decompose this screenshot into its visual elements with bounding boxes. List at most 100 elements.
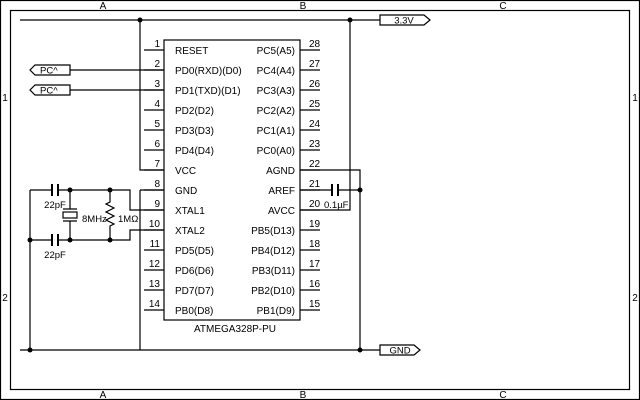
pin-label: AREF [268,186,295,197]
col-label-b-top: B [300,1,307,12]
pin-label: PC3(A3) [257,86,295,97]
pin-number: 12 [149,259,161,270]
pin-number: 15 [309,299,321,310]
inner-frame [9,9,631,391]
resistor-symbol[interactable] [104,190,116,240]
col-label-b-bottom: B [300,390,307,400]
ground-rail [20,169,380,353]
pin-label: PC4(A4) [257,66,295,77]
net-label-gnd[interactable]: GND [379,344,421,357]
svg-text:PC^: PC^ [40,86,58,97]
pin-number: 5 [154,119,160,130]
pin-number: 3 [154,79,160,90]
capacitor-c2[interactable] [51,234,59,246]
col-label-a-bottom: A [100,390,107,400]
svg-text:GND: GND [389,346,410,357]
crystal-symbol[interactable] [62,190,78,240]
pin-label: PB1(D9) [257,306,295,317]
pin-number: 16 [309,279,321,290]
pin-number: 1 [154,39,160,50]
pin-number: 22 [309,159,321,170]
pin-label: PD6(D6) [175,266,214,277]
pin-label: PB5(D13) [251,226,295,237]
pin-label: PB2(D10) [251,286,295,297]
pin-label: PB0(D8) [175,306,213,317]
pin-label: GND [175,186,197,197]
port-label-pd1[interactable]: PC^ [29,84,164,97]
row-label-2-left: 2 [2,293,8,304]
pin-label: XTAL1 [175,206,205,217]
pin-label: PC5(A5) [257,46,295,57]
pin-number: 11 [150,239,161,250]
svg-text:3.3V: 3.3V [394,16,414,27]
pin-number: 25 [309,99,321,110]
net-label-3v3[interactable]: 3.3V [379,14,431,27]
crystal-circuit-wires [27,187,164,243]
pin-label: PD4(D4) [175,146,214,157]
pin-number: 13 [149,279,161,290]
pin-label: PB3(D11) [252,266,295,277]
pin-label: XTAL2 [175,226,205,237]
pin-number: 9 [154,199,160,210]
svg-text:PC^: PC^ [40,66,58,77]
pin-number: 8 [154,179,160,190]
c1-value: 22pF [44,200,66,211]
pin-label: PC0(A0) [257,146,295,157]
capacitor-aref[interactable] [331,184,339,196]
pin-label: PD7(D7) [175,286,214,297]
pin-number: 18 [309,239,321,250]
pin-label: PD3(D3) [175,126,214,137]
pin-number: 21 [309,179,321,190]
port-label-pd0[interactable]: PC^ [29,64,164,77]
pin-number: 6 [154,139,160,150]
atmega-chip-body[interactable] [163,39,301,321]
pin-number: 4 [154,99,160,110]
row-label-1-right: 1 [632,93,638,104]
pin-label: PC2(A2) [257,106,295,117]
pin-label: VCC [175,166,196,177]
aref-wire [300,187,363,193]
pin-number: 10 [149,219,161,230]
pin-label: PB4(D12) [251,246,295,257]
pin-label: RESET [175,46,208,57]
pin-number: 26 [309,79,321,90]
aref-cap-value: 0.1µF [324,200,349,211]
col-label-c-bottom: C [499,390,506,400]
pin-number: 20 [309,199,321,210]
pin-label: PD5(D5) [175,246,214,257]
pin-label: PC1(A1) [257,126,295,137]
pin-number: 17 [309,259,321,270]
capacitor-c1[interactable] [51,184,59,196]
pin-label: PD0(RXD)(D0) [175,66,242,77]
pin-number: 19 [309,219,321,230]
